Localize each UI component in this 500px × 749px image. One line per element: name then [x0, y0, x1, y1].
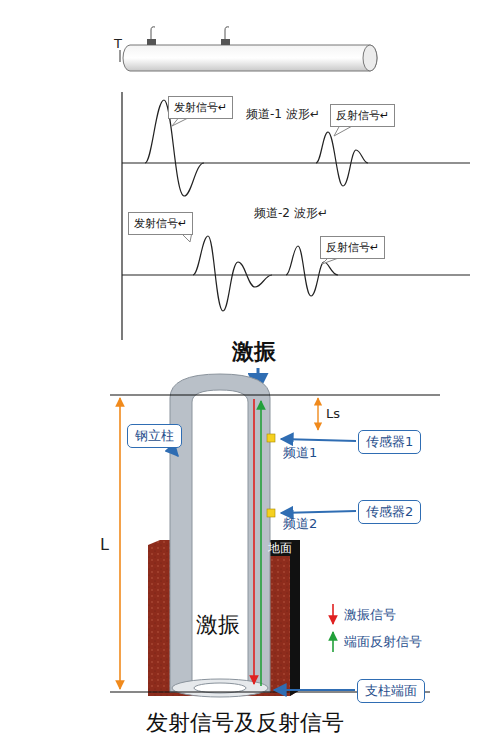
- channel-label: 频道2: [283, 515, 317, 533]
- signal-callout: 发射信号↵: [168, 96, 233, 119]
- channel-title: 频道-2 波形↵: [254, 205, 328, 222]
- waveform-panel: [122, 92, 470, 340]
- dimension-label: L: [100, 535, 109, 554]
- box-text: 传感器2: [366, 503, 413, 521]
- signal-callout: 反射信号↵: [320, 236, 385, 259]
- box-text: 传感器1: [366, 433, 413, 451]
- part-callout: 传感器1: [358, 430, 421, 454]
- part-callout: 支柱端面: [357, 679, 425, 703]
- signal-callout: 反射信号↵: [330, 104, 395, 127]
- box-text: 钢立柱: [135, 427, 174, 445]
- legend-sample: [332, 632, 334, 652]
- box-text: 发射信号↵: [174, 100, 227, 115]
- caption: 发射信号及反射信号: [146, 708, 344, 738]
- sensor: [267, 434, 275, 442]
- pipe: [120, 27, 377, 71]
- part-callout: 传感器2: [358, 500, 421, 524]
- dimension-Ls: [317, 398, 318, 430]
- signal-callout: 发射信号↵: [128, 212, 193, 235]
- box-text: 反射信号↵: [336, 108, 389, 123]
- channel-label: 频道1: [283, 444, 317, 462]
- excitation-label: 激振: [196, 610, 240, 640]
- part-callout: 钢立柱: [127, 424, 182, 448]
- excitation-label: 激振: [232, 337, 276, 367]
- legend-sample: [332, 604, 334, 624]
- end-marker: T: [114, 36, 122, 51]
- legend-text: 端面反射信号: [344, 633, 422, 651]
- legend-text: 激振信号: [344, 606, 396, 624]
- dimension-label: Ls: [326, 406, 340, 421]
- reflection-signal-line: [260, 401, 262, 686]
- dimension-L: [119, 398, 121, 689]
- excitation-signal-line: [253, 399, 255, 684]
- leader-arrows: [170, 439, 356, 690]
- box-text: 发射信号↵: [134, 216, 187, 231]
- box-text: 反射信号↵: [326, 240, 379, 255]
- sensor: [267, 509, 275, 517]
- box-text: 支柱端面: [365, 682, 417, 700]
- channel-title: 频道-1 波形↵: [246, 106, 320, 123]
- steel-column: [170, 374, 270, 697]
- ground-label: 地面: [268, 540, 292, 557]
